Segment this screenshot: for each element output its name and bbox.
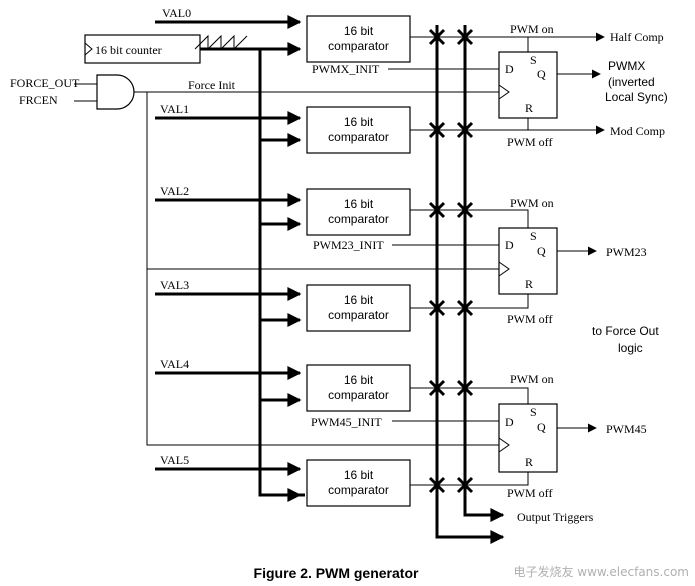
comparator-0: 16 bit comparator: [306, 15, 411, 63]
val5-label: VAL5: [160, 453, 189, 467]
ff1-r: R: [525, 101, 533, 115]
ff3-q: Q: [537, 420, 546, 434]
val1-label: VAL1: [160, 102, 189, 116]
flipflop-pwmx: D S Q R: [498, 51, 558, 119]
comparator-5-line2: comparator: [328, 483, 389, 497]
counter-label: 16 bit counter: [95, 43, 162, 57]
pwmx-label-3: Local Sync): [605, 90, 668, 104]
pwmx-label-1: PWMX: [608, 59, 645, 73]
val3-label: VAL3: [160, 278, 189, 292]
pwm45-label: PWM45: [606, 422, 647, 436]
output-triggers-label: Output Triggers: [517, 510, 594, 524]
pwm-off-0-label: PWM off: [507, 135, 552, 149]
force-out-note-1: to Force Out: [592, 324, 659, 338]
comparator-0-line2: comparator: [328, 39, 389, 53]
ff3-d: D: [505, 415, 514, 429]
pwmx-init-label: PWMX_INIT: [312, 62, 380, 76]
flipflop-pwm45: D S Q R: [498, 403, 558, 473]
ff2-s: S: [530, 229, 537, 243]
counter-block: 16 bit counter: [84, 34, 201, 64]
pwm-on-0-label: PWM on: [510, 22, 554, 36]
frcen-label: FRCEN: [19, 93, 58, 107]
figure-caption: Figure 2. PWM generator: [254, 565, 419, 581]
comparator-4-line2: comparator: [328, 388, 389, 402]
ff1-s: S: [530, 53, 537, 67]
ff1-d: D: [505, 62, 514, 76]
comparator-0-line1: 16 bit: [344, 24, 374, 38]
ff3-s: S: [530, 405, 537, 419]
pwm-on-1-label: PWM on: [510, 196, 554, 210]
ff2-r: R: [525, 277, 533, 291]
comparator-1-line1: 16 bit: [344, 115, 374, 129]
ff3-r: R: [525, 455, 533, 469]
half-comp-label: Half Comp: [610, 30, 664, 44]
comparator-1: 16 bit comparator: [306, 106, 411, 154]
force-init-distribution: [146, 92, 499, 446]
ff1-q: Q: [537, 67, 546, 81]
pwm23-label: PWM23: [606, 245, 647, 259]
watermark: 电子发烧友 www.elecfans.com: [513, 564, 689, 579]
comparator-2-line2: comparator: [328, 212, 389, 226]
pwm23-init-label: PWM23_INIT: [313, 238, 384, 252]
comparator-5: 16 bit comparator: [306, 459, 411, 507]
ramp-sawtooth: [194, 34, 248, 51]
pwmx-label-2: (inverted: [608, 75, 655, 89]
pwm45-init-label: PWM45_INIT: [311, 415, 382, 429]
comparator-3-line1: 16 bit: [344, 293, 374, 307]
flipflop-pwm23: D S Q R: [498, 227, 558, 295]
trigger-line-b: [463, 25, 505, 522]
val2-label: VAL2: [160, 184, 189, 198]
val0-label: VAL0: [162, 6, 191, 20]
comparator-3-line2: comparator: [328, 308, 389, 322]
comparator-3: 16 bit comparator: [306, 284, 411, 332]
val4-label: VAL4: [160, 357, 189, 371]
comparator-5-line1: 16 bit: [344, 468, 374, 482]
ff2-q: Q: [537, 244, 546, 258]
pwm-off-1-label: PWM off: [507, 312, 552, 326]
and-gate: [96, 74, 135, 110]
trigger-line-a: [435, 25, 505, 544]
comparator-4-line1: 16 bit: [344, 373, 374, 387]
comparator-output-lines: [410, 36, 470, 486]
pwm-on-2-label: PWM on: [510, 372, 554, 386]
force-out-note-2: logic: [618, 341, 643, 355]
force-init-label: Force Init: [188, 78, 236, 92]
val-inputs: VAL0 VAL1 VAL2 VAL3 VAL4 VAL5: [155, 6, 302, 476]
pwm-off-2-label: PWM off: [507, 486, 552, 500]
mod-comp-label: Mod Comp: [610, 124, 665, 138]
comparator-1-line2: comparator: [328, 130, 389, 144]
comparator-2: 16 bit comparator: [306, 188, 411, 236]
ff2-d: D: [505, 238, 514, 252]
comparator-2-line1: 16 bit: [344, 197, 374, 211]
counter-bus-line: [200, 47, 305, 497]
comparator-4: 16 bit comparator: [306, 364, 411, 412]
force-out-label: FORCE_OUT: [10, 76, 80, 90]
